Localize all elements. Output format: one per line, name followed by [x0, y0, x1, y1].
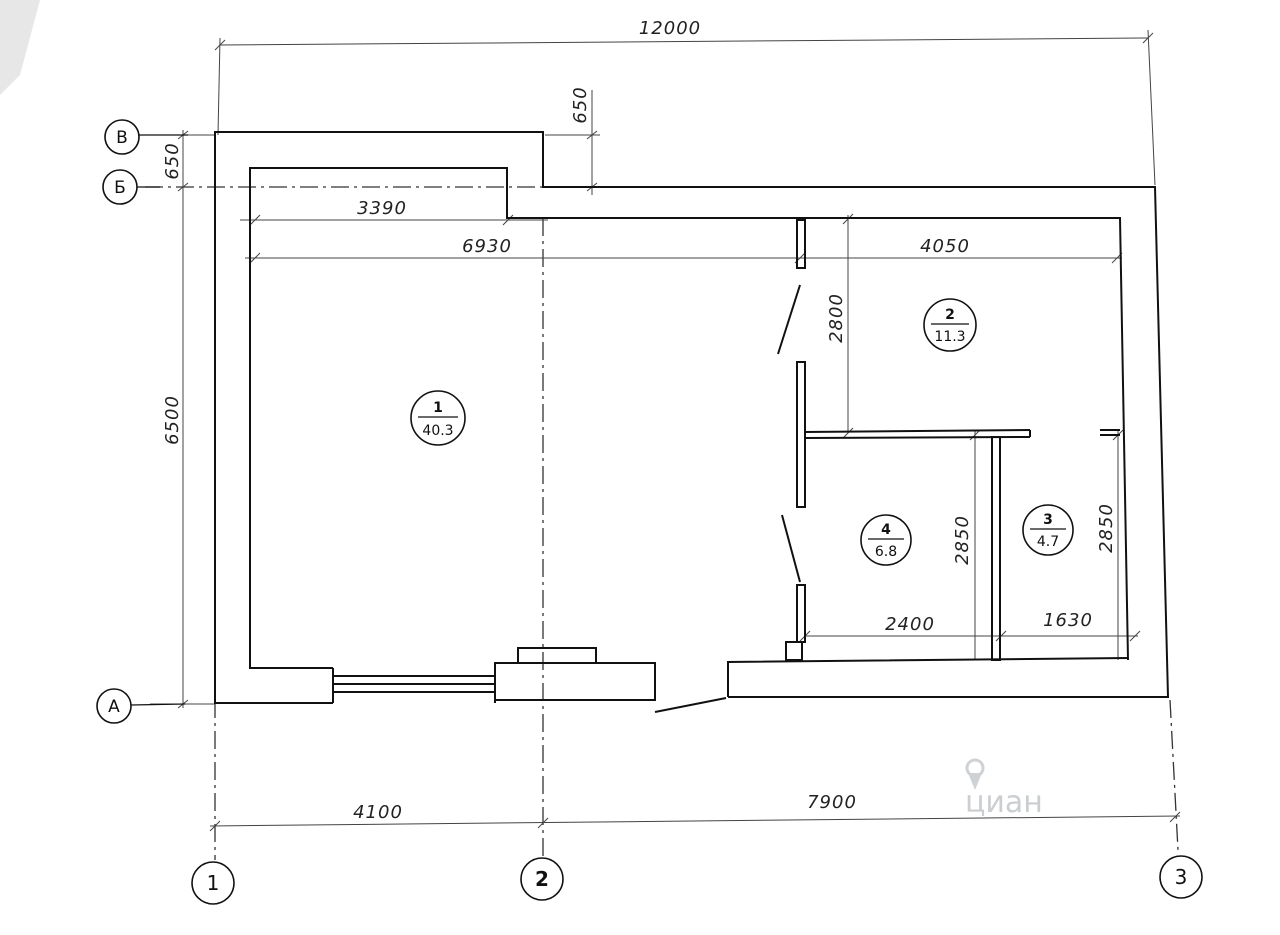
- room-3-number: 3: [1043, 512, 1053, 528]
- dim-inner-3390: 3390: [357, 198, 407, 219]
- room-marker-1: 1 40.3: [410, 390, 466, 446]
- room-marker-3: 3 4.7: [1022, 504, 1074, 556]
- axis-marker-2: [520, 857, 564, 901]
- axis-label-b: Б: [114, 178, 126, 198]
- dim-room4-height: 2850: [952, 515, 973, 565]
- dim-overall-width: 12000: [639, 18, 701, 39]
- room-2-area: 11.3: [934, 329, 965, 345]
- room-marker-4: 4 6.8: [860, 514, 912, 566]
- axis-marker-v: [104, 119, 140, 155]
- axis-marker-leaders: [130, 134, 188, 706]
- watermark-logo: циан: [965, 758, 1043, 820]
- axis-marker-1: [191, 861, 235, 905]
- dim-inner-6930: 6930: [462, 236, 512, 257]
- axis-label-1: 1: [207, 871, 220, 895]
- paper-fold: [0, 0, 40, 95]
- axis-label-2: 2: [535, 867, 549, 891]
- walls: [214, 131, 1170, 713]
- room-1-area: 40.3: [422, 423, 453, 439]
- axis-marker-a: [96, 688, 132, 724]
- dim-bottom-left: 4100: [353, 802, 403, 823]
- dim-room2-height: 2800: [826, 293, 847, 343]
- room-1-number: 1: [433, 400, 443, 416]
- room-3-area: 4.7: [1037, 534, 1059, 550]
- watermark-text: циан: [965, 785, 1043, 820]
- axis-lines: [145, 186, 1179, 860]
- axis-marker-3: [1159, 855, 1203, 899]
- dim-offset-left: 650: [162, 142, 183, 179]
- dim-room3-height: 2850: [1096, 503, 1117, 553]
- dim-offset-top: 650: [570, 86, 591, 123]
- room-4-area: 6.8: [875, 544, 897, 560]
- dim-inner-4050: 4050: [920, 236, 970, 257]
- room-marker-2: 2 11.3: [923, 298, 977, 352]
- room-2-number: 2: [945, 307, 955, 323]
- dim-room3-width: 1630: [1043, 610, 1093, 631]
- dim-overall-height: 6500: [162, 395, 183, 445]
- axis-label-a: А: [108, 697, 120, 717]
- axis-label-3: 3: [1175, 865, 1188, 889]
- room-4-number: 4: [881, 522, 891, 538]
- axis-label-v: В: [116, 128, 128, 148]
- dim-room4-width: 2400: [885, 614, 935, 635]
- axis-markers: [96, 119, 1203, 905]
- dim-bottom-right: 7900: [807, 792, 857, 813]
